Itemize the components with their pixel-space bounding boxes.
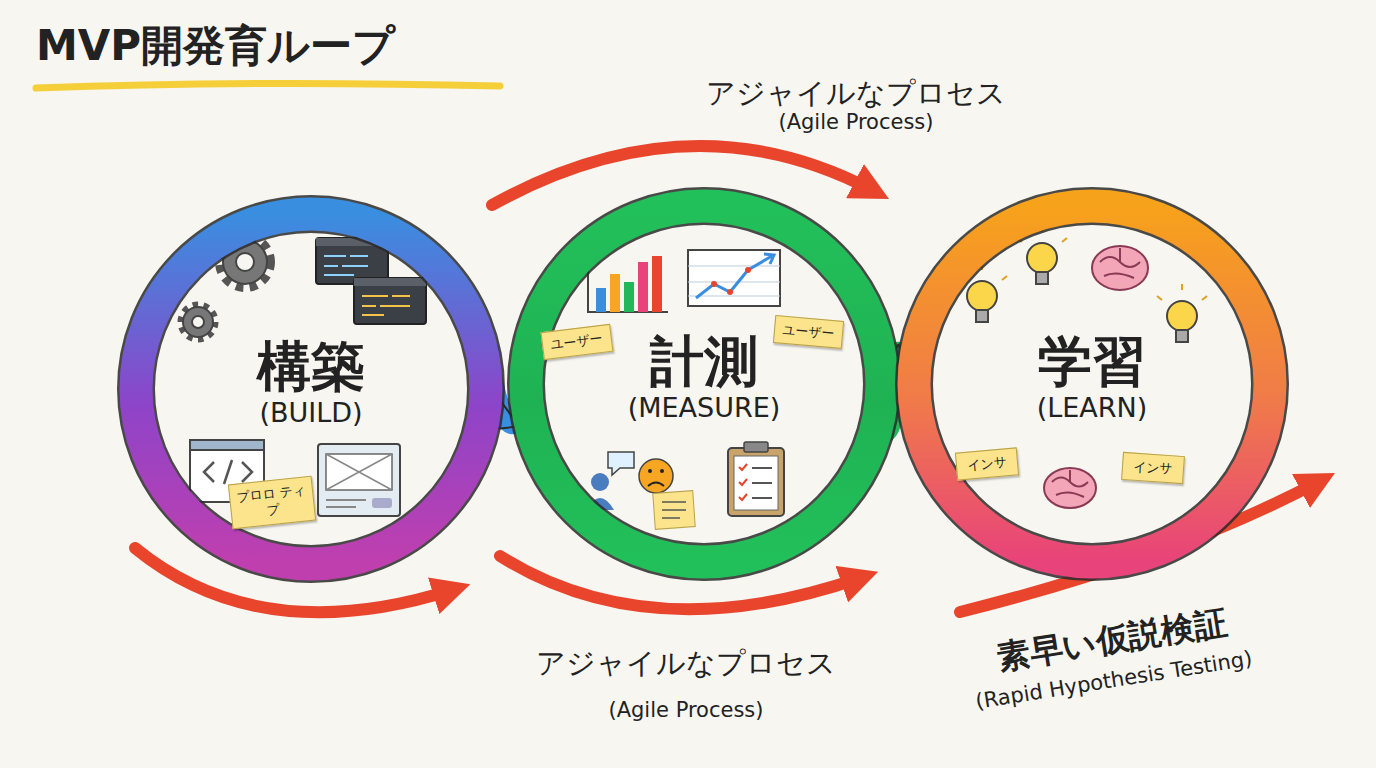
sticky-note: インサ [1121, 452, 1185, 485]
title-underline [36, 83, 500, 88]
loop-circle: 構築(BUILD) プロロ ティプ [118, 196, 504, 582]
loop-circle: 計測(MEASURE) ユーザー ユーザー [508, 188, 900, 580]
stage-english: (LEARN) [1037, 392, 1148, 424]
sticky-note: インサ [955, 447, 1019, 481]
sticky-text: プロロ ティプ [235, 482, 308, 522]
stage-name: 計測 [650, 332, 758, 391]
sticky-text: インサ [962, 454, 1011, 474]
wireframe-window [318, 444, 400, 516]
clipboard-icon [728, 442, 784, 516]
stage-english: (MEASURE) [628, 392, 781, 424]
line-chart [688, 250, 780, 306]
stage-name: 学習 [1038, 332, 1146, 391]
sticky-note: プロロ ティプ [228, 476, 316, 529]
process-label-english: (Agile Process) [778, 110, 933, 134]
sticky-text: インサ [1128, 458, 1177, 478]
sticky-text: ユーザー [548, 331, 605, 354]
loop-circle: 学習(LEARN) インサ インサ [896, 188, 1288, 580]
stage-english: (BUILD) [259, 397, 362, 429]
sticky-note: ユーザー [773, 315, 844, 349]
stage-name: 構築 [257, 337, 365, 396]
process-label: アジャイルなプロセス [536, 644, 836, 684]
sticky-text: ユーザー [780, 322, 836, 343]
diagram-title: MVP開発育ループ [36, 18, 395, 74]
process-label: アジャイルなプロセス [706, 74, 1006, 114]
process-label-english: (Agile Process) [608, 698, 763, 722]
